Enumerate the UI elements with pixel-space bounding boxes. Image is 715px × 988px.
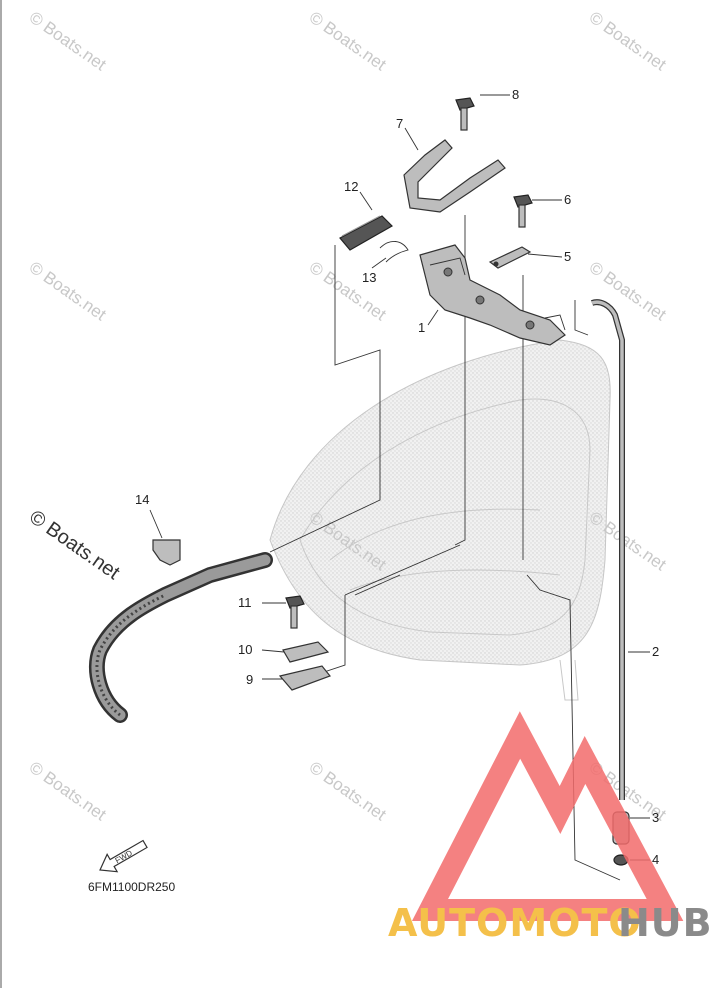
brand-word-a: AUTOMOTO <box>388 901 642 945</box>
rod-part-2 <box>590 299 625 800</box>
watermark: © Boats.net <box>306 758 390 825</box>
callout-2: 2 <box>652 644 659 659</box>
clamp-part-14 <box>152 539 181 566</box>
watermark: © Boats.net <box>26 258 110 325</box>
callout-4: 4 <box>652 852 659 867</box>
watermark: © Boats.net <box>306 258 390 325</box>
bolt-part-11 <box>285 595 305 629</box>
callout-9: 9 <box>246 672 253 687</box>
watermark: © Boats.net <box>26 8 110 75</box>
callout-13: 13 <box>362 270 376 285</box>
callout-5: 5 <box>564 249 571 264</box>
callout-labels: 8 7 12 6 5 13 1 14 11 10 9 2 3 4 <box>135 87 659 867</box>
callout-7: 7 <box>396 116 403 131</box>
diagram-code: 6FM1100DR250 <box>88 880 175 894</box>
watermark: © Boats.net <box>306 8 390 75</box>
bolt-part-8 <box>455 97 475 131</box>
watermark: © Boats.net <box>586 8 670 75</box>
plate-part-10 <box>282 641 330 663</box>
lever-assembly-part-1 <box>419 244 566 346</box>
bracket-part-7 <box>403 139 506 213</box>
clip-part-13 <box>379 241 409 263</box>
grip-part-12 <box>339 215 393 251</box>
callout-3: 3 <box>652 810 659 825</box>
fwd-arrow: FWD <box>99 839 148 873</box>
callout-14: 14 <box>135 492 149 507</box>
watermark: © Boats.net <box>26 758 110 825</box>
engine-cowling-outline <box>269 339 611 701</box>
plate-part-5 <box>488 246 532 269</box>
callout-1: 1 <box>418 320 425 335</box>
callout-8: 8 <box>512 87 519 102</box>
shift-cable <box>88 552 273 723</box>
callout-12: 12 <box>344 179 358 194</box>
brand-word-b: HUB <box>618 901 713 945</box>
automotohub-logo: AUTOMOTO HUB <box>388 711 713 945</box>
watermark-large: © Boats.net <box>25 506 124 584</box>
callout-11: 11 <box>238 595 252 610</box>
plate-part-9 <box>278 665 331 691</box>
bolt-part-6 <box>513 194 533 228</box>
callout-6: 6 <box>564 192 571 207</box>
watermark: © Boats.net <box>586 258 670 325</box>
callout-10: 10 <box>238 642 252 657</box>
